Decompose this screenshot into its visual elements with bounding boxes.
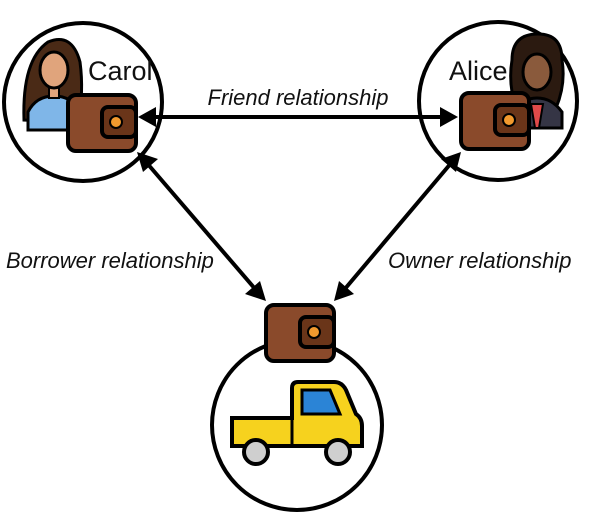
vehicle-wallet-icon: [264, 303, 336, 363]
owner-relationship-label: Owner relationship: [388, 248, 571, 273]
borrower-edge: [137, 152, 266, 301]
borrower-relationship-label: Borrower relationship: [6, 248, 214, 273]
friend-edge: [138, 107, 458, 127]
pickup-truck-icon: [230, 380, 364, 466]
owner-edge: [334, 152, 461, 301]
carol-wallet-icon: [66, 93, 138, 153]
alice-wallet-icon: [459, 91, 531, 151]
carol-label: Carol: [88, 56, 153, 86]
friend-relationship-label: Friend relationship: [208, 85, 389, 110]
alice-label: Alice: [449, 56, 508, 86]
